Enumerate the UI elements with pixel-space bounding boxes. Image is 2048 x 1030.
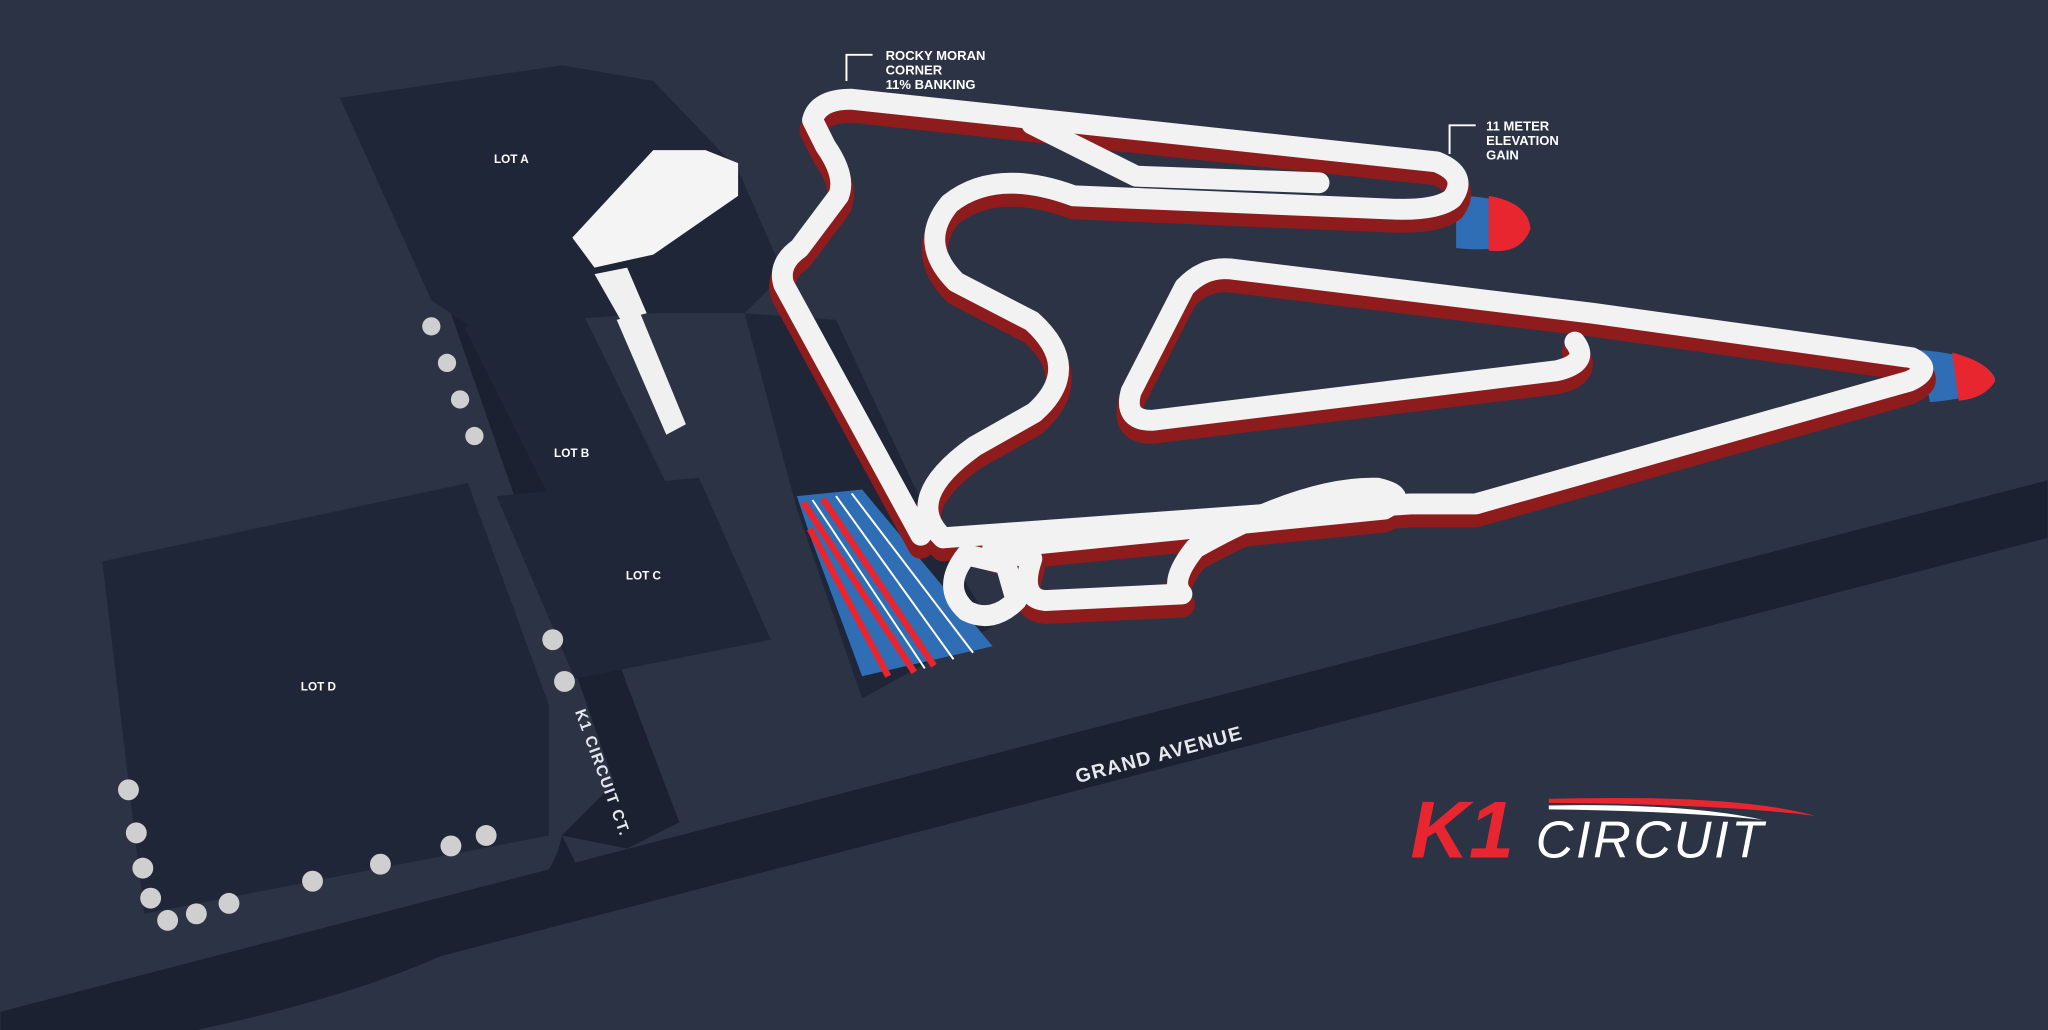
k1-circuit-logo: K1 CIRCUIT — [1410, 786, 1816, 876]
lot-d[interactable] — [102, 483, 549, 914]
svg-text:ROCKY MORAN: ROCKY MORAN — [886, 48, 986, 63]
main-building — [572, 150, 739, 268]
lot-a[interactable] — [339, 65, 784, 327]
svg-text:K1: K1 — [1410, 786, 1513, 876]
lot-b-label: LOT B — [554, 447, 589, 460]
east-curb — [1919, 349, 1996, 403]
lot-b[interactable] — [463, 310, 667, 497]
building-2 — [594, 267, 647, 320]
svg-text:GAIN: GAIN — [1486, 147, 1519, 162]
lot-c[interactable] — [496, 477, 771, 679]
building-3 — [616, 313, 686, 435]
svg-text:CIRCUIT: CIRCUIT — [1536, 812, 1766, 870]
trees — [118, 317, 575, 931]
hairpin-curb — [1456, 195, 1531, 252]
lot-a-label: LOT A — [494, 153, 529, 166]
svg-text:CORNER: CORNER — [886, 62, 943, 77]
lot-c-label: LOT C — [626, 570, 662, 583]
start-curb — [796, 489, 993, 678]
race-track[interactable] — [769, 88, 1936, 627]
elevation-gain-annotation: 11 METER ELEVATION GAIN — [1448, 119, 1559, 162]
svg-text:ELEVATION: ELEVATION — [1486, 133, 1559, 148]
road-curve — [78, 835, 575, 1030]
svg-text:11% BANKING: 11% BANKING — [886, 77, 976, 92]
rocky-moran-corner-annotation: ROCKY MORAN CORNER 11% BANKING — [845, 48, 986, 92]
lot-d-label: LOT D — [301, 681, 336, 694]
svg-text:11 METER: 11 METER — [1486, 119, 1550, 134]
grand-avenue-road[interactable] — [0, 480, 2048, 1030]
